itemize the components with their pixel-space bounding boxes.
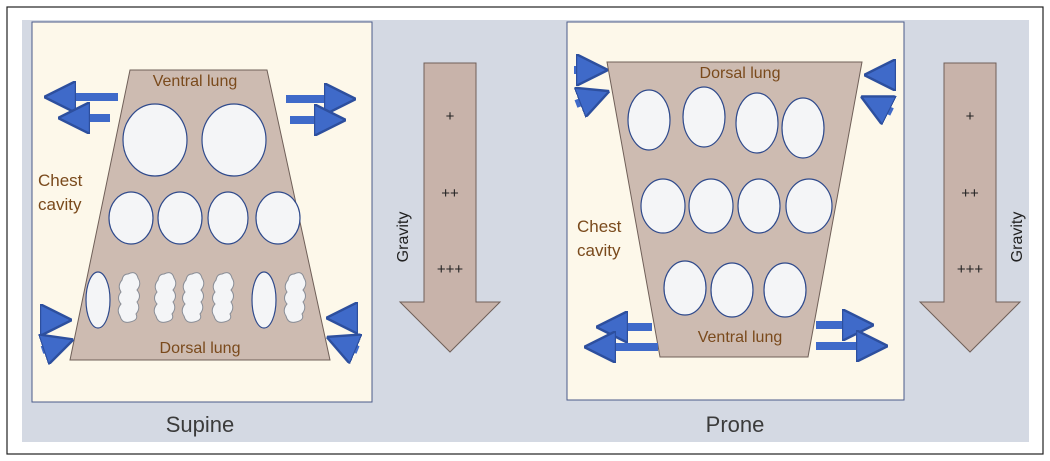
prone-alveolus (710, 262, 754, 318)
prone-alveolus (737, 178, 781, 234)
blue-right-arrow-icon (576, 94, 602, 104)
prone-chest-label-line2: cavity (577, 241, 621, 260)
supine-airflow-arrows (40, 97, 358, 350)
prone-gravity-arrow: + ++ +++ Gravity (918, 62, 1026, 353)
prone-gradient-1: + (966, 108, 975, 125)
prone-chest-label-line1: Chest (577, 217, 622, 236)
supine-alveolus (108, 191, 154, 245)
blue-right-arrow-icon (42, 342, 66, 350)
supine-collapsed-alveolus (181, 272, 205, 323)
supine-caption: Supine (166, 412, 235, 437)
prone-alveolus (663, 260, 707, 316)
prone-alveolus (735, 92, 779, 154)
prone-alveolus (682, 86, 726, 148)
prone-alveolus (640, 178, 686, 234)
supine-alveolus (85, 271, 111, 329)
prone-caption: Prone (706, 412, 765, 437)
supine-gravity-arrow: + ++ +++ Gravity (395, 62, 502, 353)
supine-alveolus (255, 191, 301, 245)
supine-collapsed-alveolus (153, 272, 177, 323)
supine-panel: Ventral lung Dorsal lung Chest cavity (31, 21, 373, 403)
supine-gravity-label: Gravity (395, 212, 412, 263)
supine-collapsed-alveolus (283, 272, 307, 323)
supine-top-label: Ventral lung (153, 73, 238, 90)
prone-top-label: Dorsal lung (700, 65, 781, 82)
down-arrow-icon (398, 62, 502, 353)
supine-alveolus (122, 103, 188, 177)
supine-alveolus (207, 191, 249, 245)
prone-gradient-3: +++ (957, 261, 984, 278)
prone-panel: Dorsal lung Ventral lung Chest cavity (566, 21, 905, 401)
prone-alveolus (763, 262, 807, 318)
supine-alveolus (157, 191, 203, 245)
prone-alveolus (688, 178, 734, 234)
supine-alveolus (251, 271, 277, 329)
prone-gradient-2: ++ (961, 185, 979, 202)
supine-collapsed-alveolus (211, 272, 235, 323)
prone-alveolus (627, 89, 671, 151)
supine-collapsed-alveolus (117, 272, 141, 323)
prone-airflow-arrows (574, 70, 896, 347)
supine-chest-label-line1: Chest (38, 171, 83, 190)
blue-left-arrow-icon (334, 340, 358, 350)
prone-gravity-label: Gravity (1009, 212, 1026, 263)
blue-left-arrow-icon (868, 100, 892, 112)
prone-alveolus (781, 97, 825, 159)
supine-gradient-3: +++ (437, 261, 464, 278)
supine-gradient-2: ++ (441, 185, 459, 202)
supine-gradient-1: + (446, 108, 455, 125)
prone-bottom-label: Ventral lung (698, 329, 783, 346)
supine-chest-label-line2: cavity (38, 195, 82, 214)
supine-bottom-label: Dorsal lung (160, 340, 241, 357)
down-arrow-icon (918, 62, 1022, 353)
prone-alveolus (785, 178, 833, 234)
supine-alveolus (201, 103, 267, 177)
